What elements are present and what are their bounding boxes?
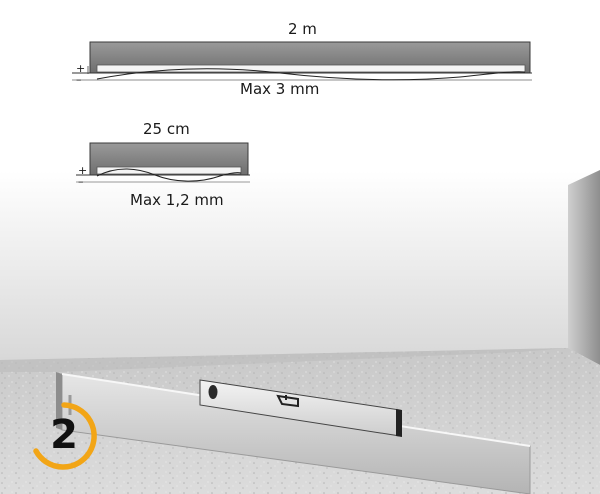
long-deviation-curve (96, 68, 526, 81)
short-length-label: 25 cm (143, 120, 190, 138)
short-plus-sign: + (78, 164, 88, 177)
short-tolerance-label: Max 1,2 mm (130, 191, 224, 209)
spirit-level (199, 379, 402, 437)
short-minus-sign: – (78, 175, 84, 188)
long-minus-sign: – (76, 73, 82, 86)
long-straightedge-detail (72, 41, 532, 81)
floor-shadow (0, 348, 568, 372)
long-tolerance-label: Max 3 mm (240, 80, 320, 98)
step-ring-icon (33, 402, 97, 470)
short-deviation-curve (96, 168, 242, 182)
level-vial-vertical (208, 385, 218, 399)
long-plus-sign: + (76, 62, 86, 75)
step-number: 2 (50, 412, 78, 458)
long-ruler-edge (96, 64, 526, 73)
level-vial-horizontal (276, 394, 299, 408)
short-ruler-edge (96, 166, 242, 175)
long-length-label: 2 m (288, 20, 317, 38)
short-straightedge-detail (76, 142, 250, 183)
side-wall (568, 170, 600, 365)
